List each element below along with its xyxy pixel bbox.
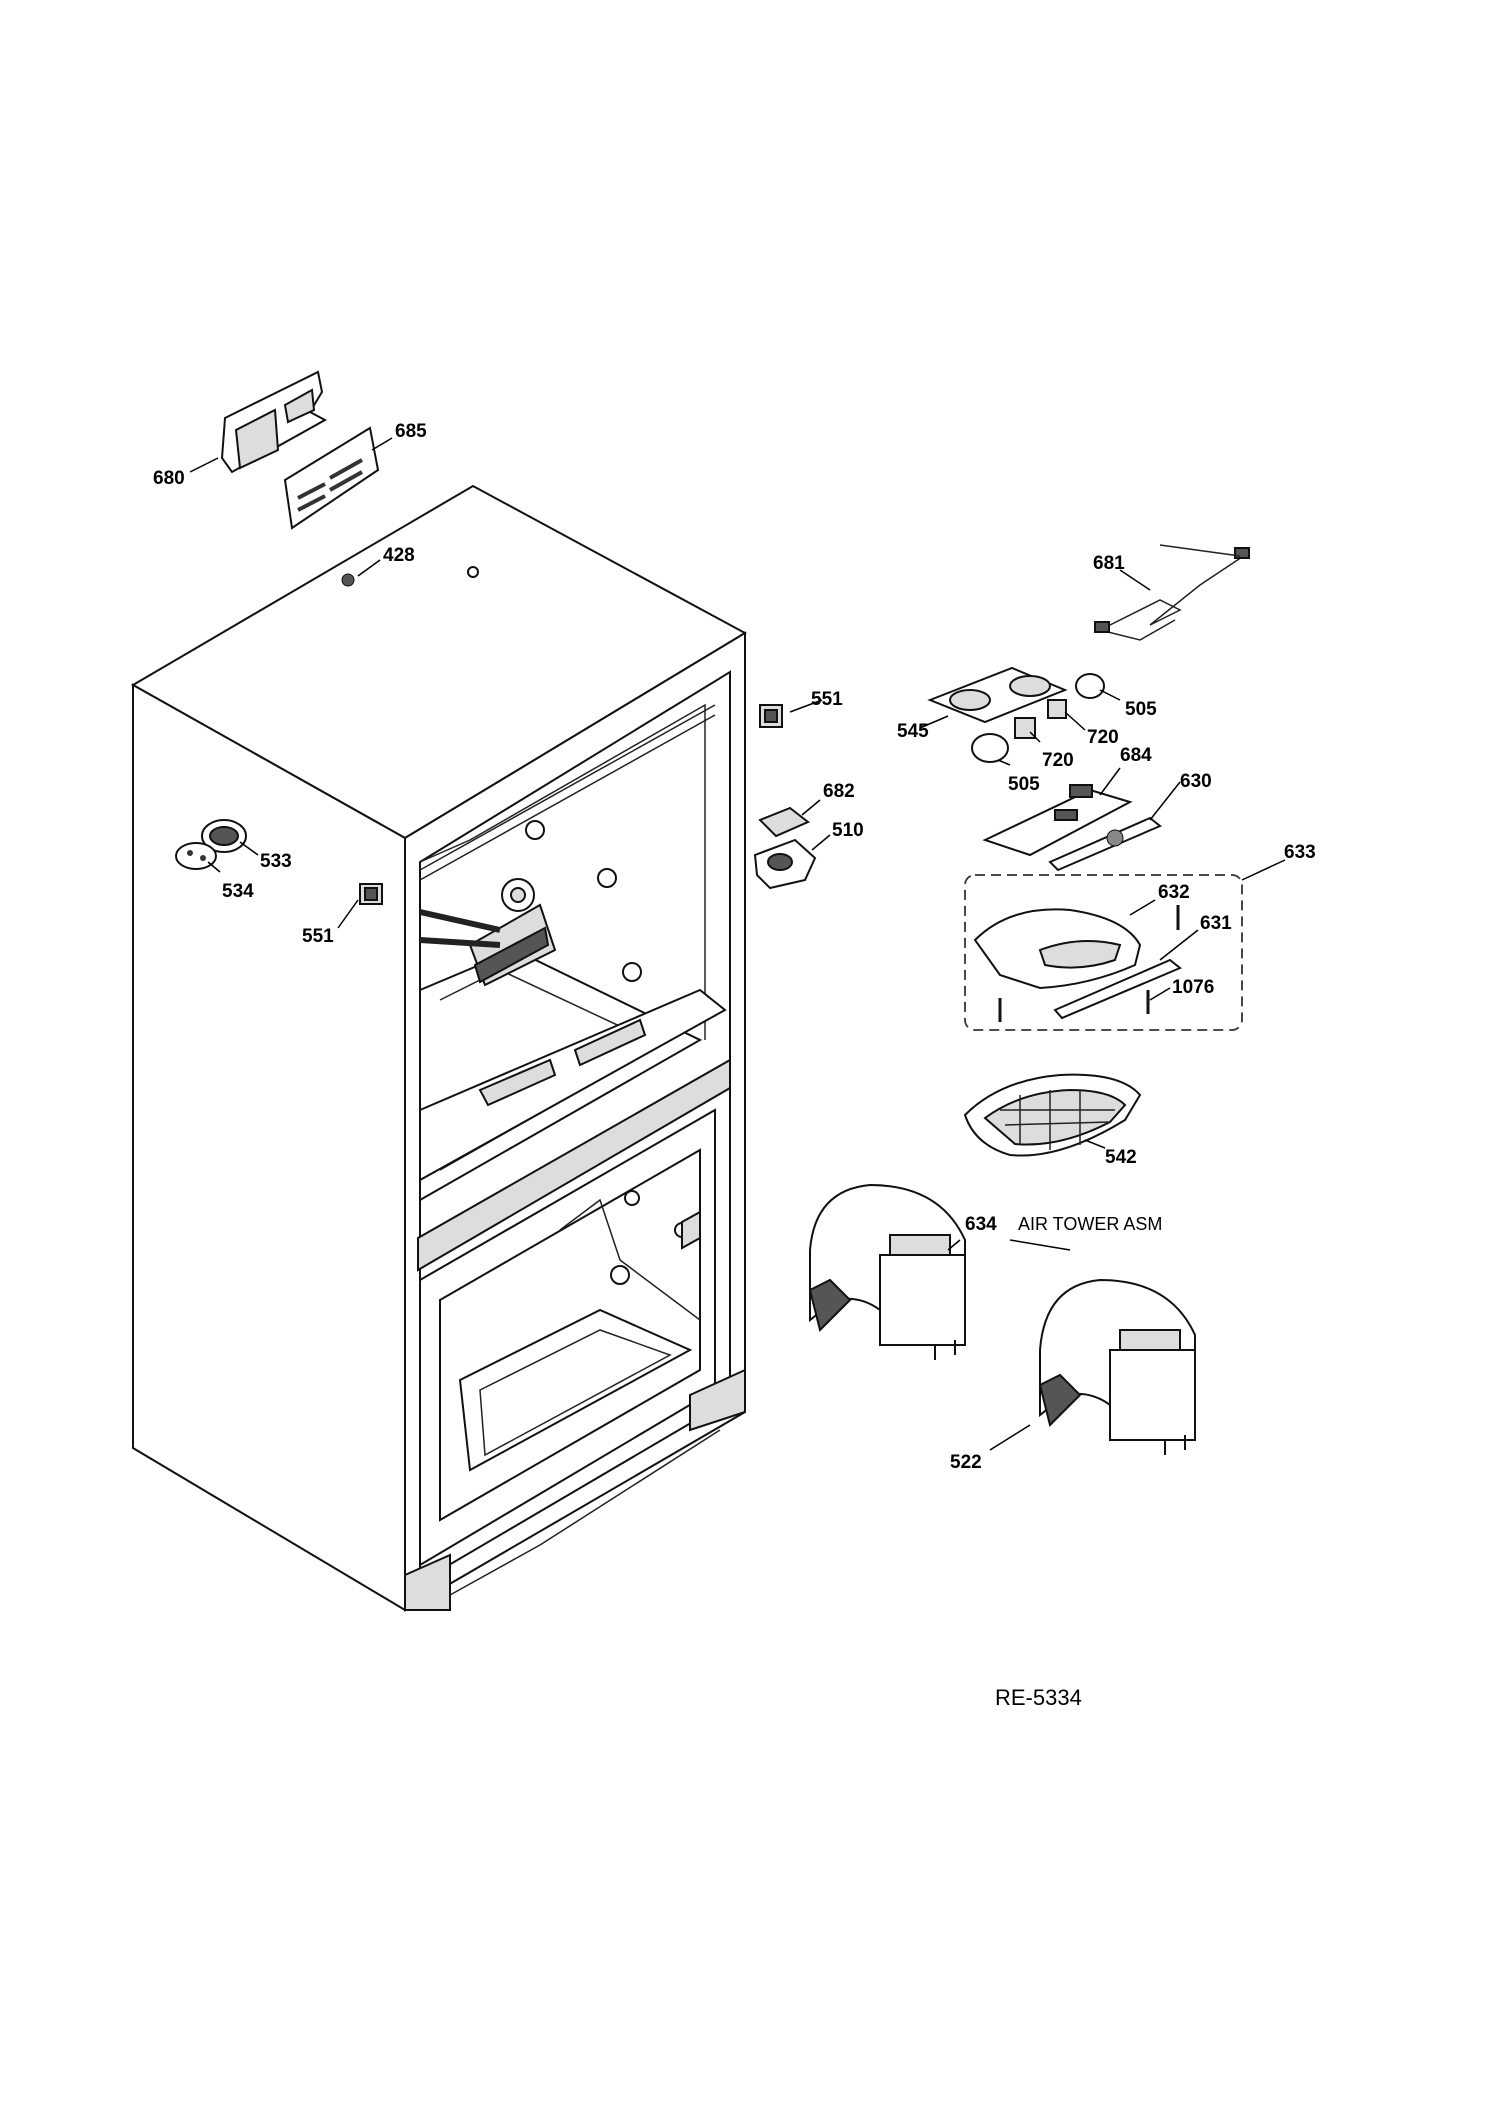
callout-682: 682: [823, 781, 855, 802]
part-510-housing: [753, 838, 817, 890]
callout-551-left: 551: [302, 926, 334, 947]
callout-1076: 1076: [1172, 977, 1214, 998]
callout-534: 534: [222, 881, 254, 902]
part-682-cover: [758, 806, 810, 838]
callout-631: 631: [1200, 913, 1232, 934]
callout-685: 685: [395, 421, 427, 442]
part-1076-screws: [998, 905, 1180, 1022]
refrigerator-cabinet: [130, 484, 748, 1612]
callout-680: 680: [153, 468, 185, 489]
part-505-bulb-bottom: [971, 733, 1009, 763]
callout-551-right: 551: [811, 689, 843, 710]
part-720-socket-top: [1047, 699, 1067, 719]
part-680-cover: [220, 370, 328, 474]
part-631-lens: [1053, 958, 1182, 1020]
part-545-cover: [927, 666, 1068, 724]
part-505-bulb-top: [1075, 673, 1105, 699]
part-533-vent: [201, 819, 247, 853]
callout-510: 510: [832, 820, 864, 841]
callout-632: 632: [1158, 882, 1190, 903]
callout-681: 681: [1093, 553, 1125, 574]
callout-505-bottom: 505: [1008, 774, 1040, 795]
part-630-board: [1048, 816, 1162, 872]
part-681-harness: [1094, 544, 1250, 641]
callout-634: 634: [965, 1214, 997, 1235]
callout-633: 633: [1284, 842, 1316, 863]
assembly-note: AIR TOWER ASM: [1018, 1214, 1162, 1234]
part-534-disc: [175, 842, 217, 870]
callout-533: 533: [260, 851, 292, 872]
part-634-air-tower: [808, 1183, 966, 1360]
part-522-air-tower: [1038, 1278, 1196, 1455]
callout-542: 542: [1105, 1147, 1137, 1168]
callout-720-top: 720: [1087, 727, 1119, 748]
callout-684: 684: [1120, 745, 1152, 766]
callout-522: 522: [950, 1452, 982, 1473]
part-685-cover: [283, 426, 380, 530]
callout-545: 545: [897, 721, 929, 742]
part-633-assembly: [964, 874, 1243, 1031]
callout-720-bottom: 720: [1042, 750, 1074, 771]
callout-630: 630: [1180, 771, 1212, 792]
leader-lines: [189, 437, 1286, 1451]
callout-505-top: 505: [1125, 699, 1157, 720]
callout-428: 428: [383, 545, 415, 566]
part-684-bracket: [982, 784, 1133, 857]
part-632-lamp-housing: [973, 908, 1142, 990]
part-551-switch-right: [759, 704, 783, 728]
part-542-grille-cover: [963, 1073, 1142, 1157]
part-551-switch-left: [359, 883, 383, 905]
drawing-code: RE-5334: [995, 1685, 1082, 1710]
